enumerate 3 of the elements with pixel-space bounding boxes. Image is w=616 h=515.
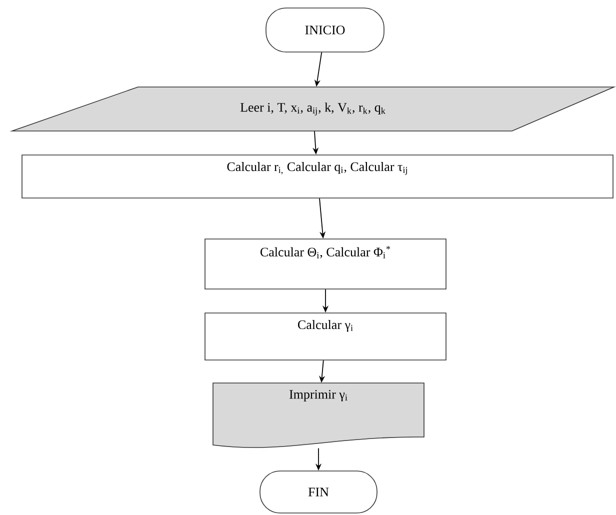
process-box: Calcular γ$_{i}$ bbox=[204, 312, 446, 360]
process-box: Calcular r$_{i,}$ Calcular q$_{i}$, Calcular τ$_{ij}$ bbox=[22, 154, 614, 198]
process-box: Calcular Θ$_{i}$, Calcular Φ$_{i}$* bbox=[204, 238, 446, 290]
